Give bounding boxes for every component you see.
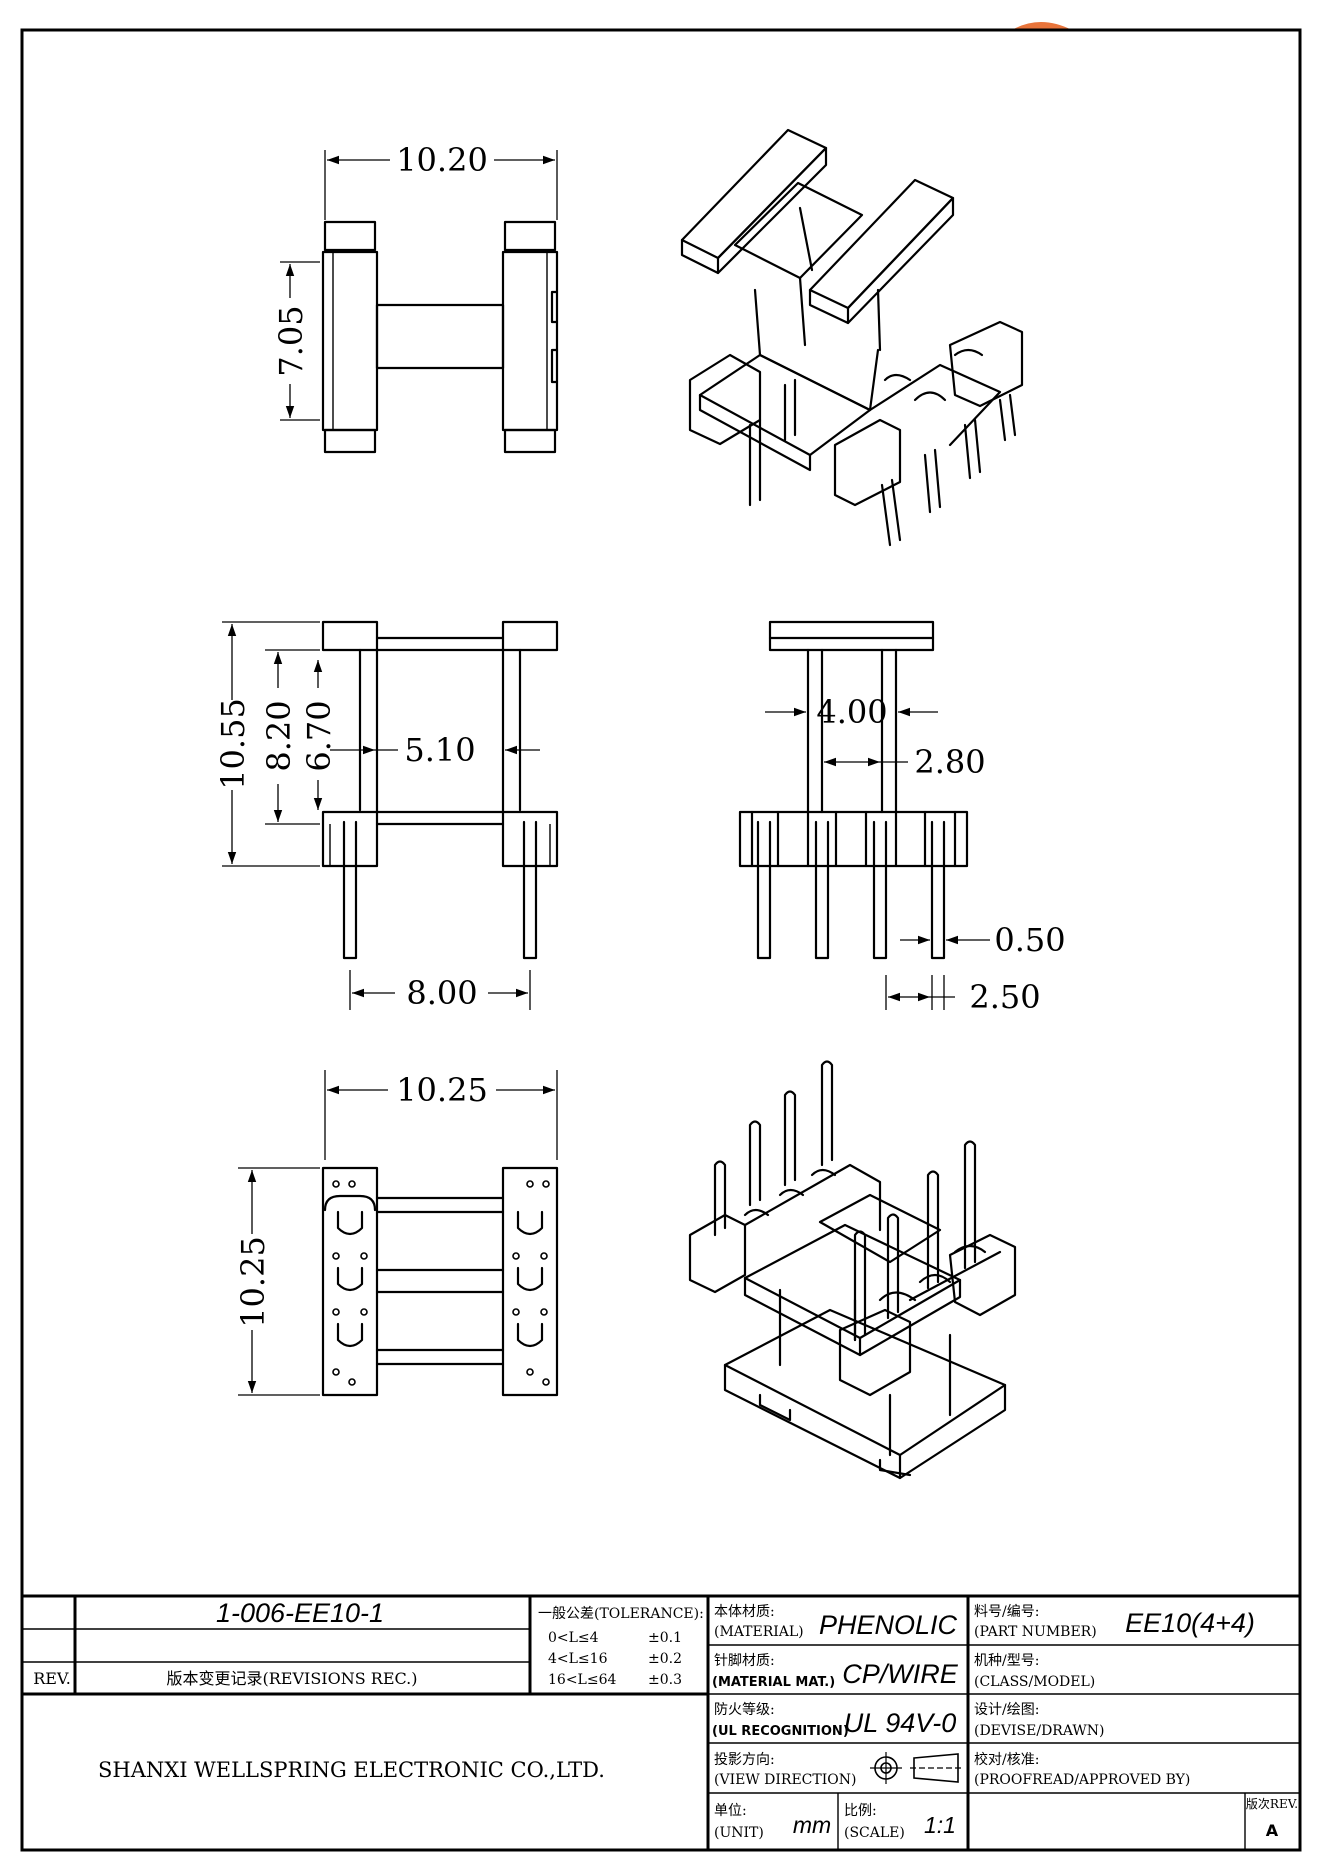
class-label-cn: 机种/型号: <box>974 1653 1039 1669</box>
tolerance-range-1: 0<L≤4 <box>548 1630 599 1646</box>
part-label-cn: 料号/编号: <box>974 1604 1039 1620</box>
dim-front-height-core: 6.70 <box>300 700 338 771</box>
dim-front-pin-span: 8.00 <box>406 974 477 1012</box>
dim-bottom-width: 10.25 <box>396 1071 488 1109</box>
unit-label-en: (UNIT) <box>714 1825 764 1841</box>
bottom-view: 10.25 10.25 <box>234 1070 559 1397</box>
drawing-frame <box>20 28 1302 1852</box>
dim-pin-diameter: 0.50 <box>994 921 1065 959</box>
dim-top-depth: 7.05 <box>272 305 310 376</box>
pin-material-label-en: (MATERIAL MAT.) <box>712 1675 835 1690</box>
dim-front-core-width: 5.10 <box>404 731 475 769</box>
part-value: EE10(4+4) <box>1125 1608 1255 1638</box>
rev-label-cn: 版次REV. <box>1246 1797 1298 1811</box>
dim-side-core-inner: 2.80 <box>914 743 985 781</box>
tolerance-range-2: 4<L≤16 <box>548 1651 608 1667</box>
dim-top-width: 10.20 <box>396 141 488 179</box>
part-label-en: (PART NUMBER) <box>974 1624 1097 1640</box>
unit-label-cn: 单位: <box>714 1803 747 1819</box>
tolerance-range-3: 16<L≤64 <box>548 1672 616 1688</box>
dim-front-height-inner: 8.20 <box>260 700 298 771</box>
corner-badge <box>1012 22 1072 30</box>
material-label-cn: 本体材质: <box>714 1604 775 1620</box>
unit-value: mm <box>793 1812 831 1838</box>
scale-value: 1:1 <box>924 1812 956 1838</box>
pin-material-label-cn: 针脚材质: <box>714 1653 775 1669</box>
scale-label-cn: 比例: <box>844 1803 877 1819</box>
class-label-en: (CLASS/MODEL) <box>974 1674 1095 1690</box>
rev-value: A <box>1266 1821 1279 1840</box>
side-view: 4.00 2.80 0.50 2.50 <box>738 620 1066 1016</box>
material-label-en: (MATERIAL) <box>714 1624 804 1640</box>
dim-bottom-depth: 10.25 <box>234 1236 272 1328</box>
title-block: 1-006-EE10-1 REV. 版本变更记录(REVISIONS REC.)… <box>20 1594 1302 1852</box>
revisions-label: 版本变更记录(REVISIONS REC.) <box>166 1669 417 1688</box>
projection-symbol-icon <box>870 1752 962 1784</box>
tolerance-value-2: ±0.2 <box>648 1651 682 1667</box>
scale-label-en: (SCALE) <box>844 1825 905 1841</box>
view-label-en: (VIEW DIRECTION) <box>714 1772 856 1788</box>
company-name: SHANXI WELLSPRING ELECTRONIC CO.,LTD. <box>98 1758 605 1782</box>
view-label-cn: 投影方向: <box>714 1752 775 1768</box>
ul-label-cn: 防火等级: <box>714 1701 775 1718</box>
drawn-label-en: (DEVISE/DRAWN) <box>974 1723 1104 1739</box>
pin-material-value: CP/WIRE <box>842 1659 958 1689</box>
ul-value: UL 94V-0 <box>844 1708 957 1738</box>
ul-label-en: (UL RECOGNITION) <box>712 1724 849 1739</box>
approved-label-en: (PROOFREAD/APPROVED BY) <box>974 1772 1190 1788</box>
approved-label-cn: 校对/核准: <box>974 1751 1039 1768</box>
iso-view-bottom <box>688 1060 1017 1480</box>
drawn-label-cn: 设计/绘图: <box>974 1702 1039 1718</box>
iso-view-top <box>680 128 1024 547</box>
front-view: 10.55 8.20 6.70 5.10 8.00 <box>214 620 559 1012</box>
drawing-number: 1-006-EE10-1 <box>216 1598 384 1628</box>
material-value: PHENOLIC <box>819 1610 958 1640</box>
tolerance-value-3: ±0.3 <box>648 1672 682 1688</box>
tolerance-value-1: ±0.1 <box>648 1630 682 1646</box>
dim-front-height-total: 10.55 <box>214 698 252 790</box>
top-view: 10.20 7.05 <box>272 141 559 454</box>
dim-side-core-outer: 4.00 <box>816 693 887 731</box>
tolerance-label: 一般公差(TOLERANCE): <box>538 1606 704 1622</box>
dim-pin-pitch: 2.50 <box>969 978 1040 1016</box>
rev-label: REV. <box>33 1669 71 1688</box>
